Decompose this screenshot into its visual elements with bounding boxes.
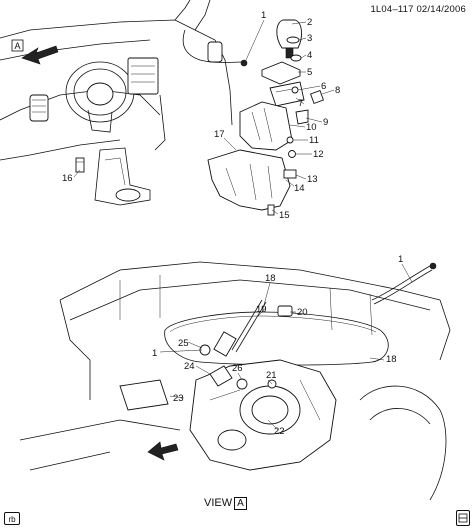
callout-21: 21	[266, 370, 277, 381]
callout-1-lower: 1	[152, 348, 157, 359]
callout-13: 13	[307, 174, 318, 185]
callout-1: 1	[261, 10, 266, 21]
engine-compartment-illustration	[19, 261, 451, 501]
callout-11: 11	[309, 135, 319, 146]
reference-number: 1L04–117 02/14/2006	[370, 4, 466, 15]
callout-leaders	[73, 19, 413, 431]
callout-15: 15	[279, 210, 290, 221]
callout-6: 6	[321, 81, 326, 92]
callout-25: 25	[178, 338, 189, 349]
callout-26: 26	[232, 363, 243, 374]
callout-24: 24	[184, 361, 195, 372]
callout-10: 10	[306, 122, 317, 133]
view-letter-box: A	[234, 497, 247, 510]
car-side-icon	[456, 510, 470, 526]
callout-1-engine-bay: 1	[398, 254, 403, 265]
callout-8: 8	[335, 85, 340, 96]
callout-numbers: 1 2 3 4 5 6 7 8 9 10 11 12 13 14 15 16 1…	[62, 10, 403, 437]
callout-14: 14	[294, 183, 305, 194]
callout-7: 7	[298, 98, 303, 109]
callout-3: 3	[307, 33, 312, 44]
callout-18-upper: 18	[265, 273, 276, 284]
callout-9: 9	[323, 117, 328, 128]
callout-12: 12	[313, 149, 324, 160]
callout-5: 5	[307, 67, 312, 78]
callout-4: 4	[307, 50, 312, 61]
view-a-marker-top: A	[11, 39, 24, 52]
callout-17: 17	[214, 129, 225, 140]
shifter-assembly	[207, 19, 324, 216]
callout-22: 22	[274, 426, 285, 437]
rb-icon: rb	[4, 512, 20, 525]
callout-2: 2	[307, 17, 312, 28]
svg-text:A: A	[15, 41, 21, 51]
callout-18-lower: 18	[386, 354, 397, 365]
callout-20: 20	[297, 307, 308, 318]
callout-16: 16	[62, 173, 73, 184]
callout-19: 19	[256, 304, 267, 315]
dashboard-illustration	[0, 0, 248, 206]
callout-23: 23	[173, 393, 184, 404]
